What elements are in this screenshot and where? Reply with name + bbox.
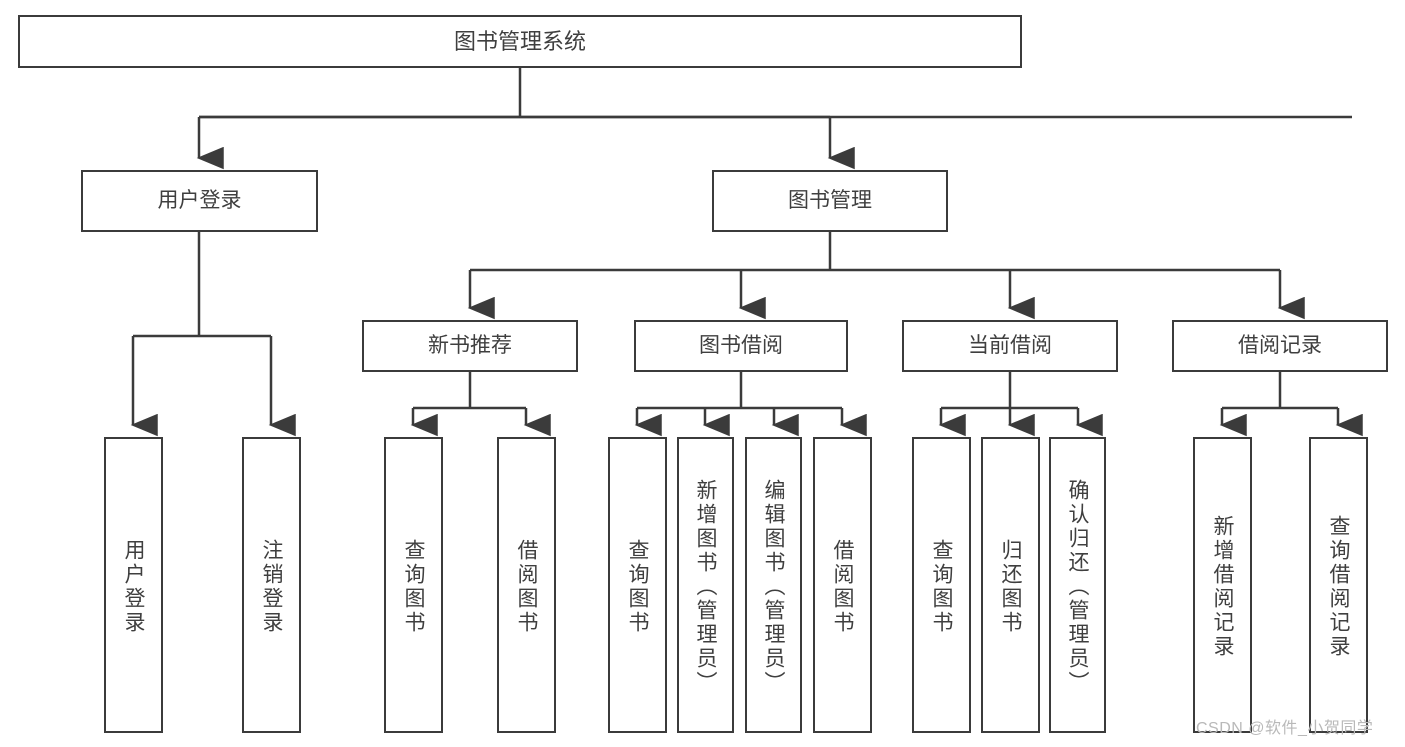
node-label: 新增图书（管理员）: [694, 479, 717, 695]
leaf-borrow-borrow-book[interactable]: 借阅图书: [813, 437, 872, 733]
leaf-current-return-book[interactable]: 归还图书: [981, 437, 1040, 733]
leaf-user-login-logout[interactable]: 注销登录: [242, 437, 301, 733]
leaf-recommend-borrow-book[interactable]: 借阅图书: [497, 437, 556, 733]
node-label: 归还图书: [999, 539, 1022, 635]
node-label: 用户登录: [122, 539, 145, 635]
csdn-watermark: CSDN @软件_小贺同学: [1196, 720, 1374, 737]
node-user-login[interactable]: 用户登录: [81, 170, 318, 232]
node-label: 查询图书: [626, 539, 649, 635]
leaf-borrow-add-book-admin[interactable]: 新增图书（管理员）: [677, 437, 734, 733]
node-label: 借阅图书: [831, 539, 854, 635]
node-borrow-record[interactable]: 借阅记录: [1172, 320, 1388, 372]
leaf-current-query-book[interactable]: 查询图书: [912, 437, 971, 733]
node-label: 当前借阅: [968, 333, 1052, 357]
leaf-record-add-record[interactable]: 新增借阅记录: [1193, 437, 1252, 733]
node-label: 编辑图书（管理员）: [762, 479, 785, 695]
leaf-user-login-login[interactable]: 用户登录: [104, 437, 163, 733]
node-label: 图书管理系统: [453, 28, 586, 54]
node-book-management[interactable]: 图书管理: [712, 170, 948, 232]
node-label: 用户登录: [157, 188, 242, 212]
node-label: 图书管理: [788, 188, 872, 212]
node-book-borrow[interactable]: 图书借阅: [634, 320, 848, 372]
node-label: 查询借阅记录: [1327, 515, 1350, 659]
node-new-book-recommend[interactable]: 新书推荐: [362, 320, 578, 372]
node-root-system[interactable]: 图书管理系统: [18, 15, 1022, 68]
node-label: 查询图书: [402, 539, 425, 635]
node-label: 新增借阅记录: [1211, 515, 1234, 659]
leaf-borrow-query-book[interactable]: 查询图书: [608, 437, 667, 733]
node-label: 注销登录: [260, 539, 283, 635]
node-label: 借阅图书: [515, 539, 538, 635]
node-label: 借阅记录: [1238, 333, 1322, 357]
leaf-borrow-edit-book-admin[interactable]: 编辑图书（管理员）: [745, 437, 802, 733]
node-label: 查询图书: [930, 539, 953, 635]
node-label: 新书推荐: [428, 333, 512, 357]
node-label: 图书借阅: [699, 333, 783, 357]
leaf-record-query-record[interactable]: 查询借阅记录: [1309, 437, 1368, 733]
leaf-recommend-query-book[interactable]: 查询图书: [384, 437, 443, 733]
leaf-current-confirm-return-admin[interactable]: 确认归还（管理员）: [1049, 437, 1106, 733]
node-current-borrow[interactable]: 当前借阅: [902, 320, 1118, 372]
node-label: 确认归还（管理员）: [1066, 479, 1089, 695]
